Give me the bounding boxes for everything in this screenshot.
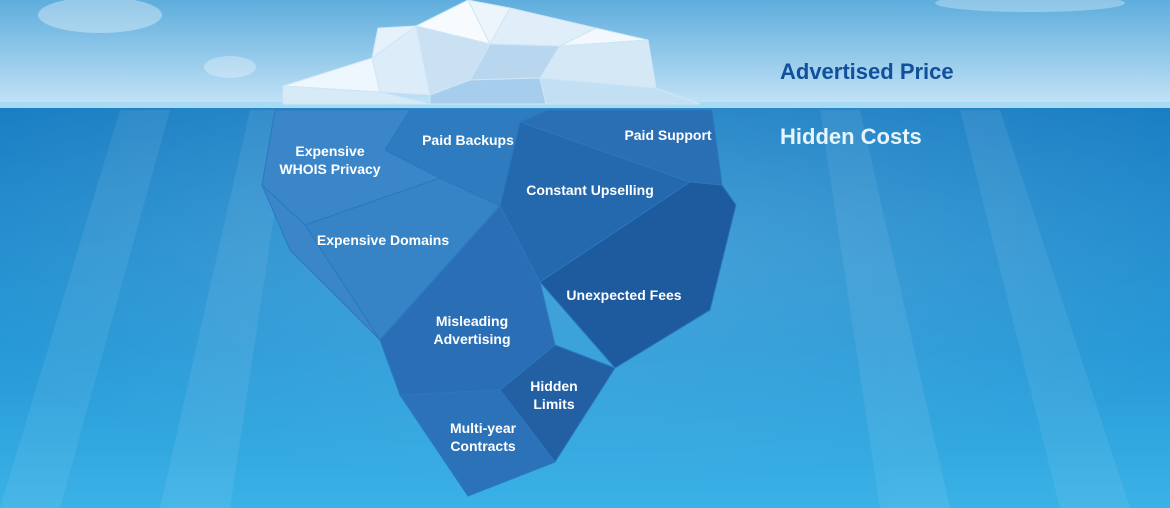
cost-label-paid-support: Paid Support — [624, 127, 712, 143]
cost-label-hidden-limits: Hidden Limits — [530, 378, 578, 412]
cloud — [38, 0, 162, 33]
cost-label-unexpected-fees: Unexpected Fees — [566, 287, 682, 303]
cost-label-multi-year-contracts: Multi-year Contracts — [449, 420, 517, 454]
hidden-costs-heading: Hidden Costs — [780, 124, 922, 149]
waterline — [0, 102, 1170, 108]
cost-label-paid-backups: Paid Backups — [422, 132, 514, 148]
cost-label-constant-upselling: Constant Upselling — [526, 182, 654, 198]
cloud — [204, 56, 256, 78]
facet-left-sliver — [261, 184, 381, 341]
advertised-price-heading: Advertised Price — [780, 59, 954, 84]
cost-label-whois-privacy: Expensive WHOIS Privacy — [279, 143, 381, 177]
iceberg-tip — [282, 0, 701, 105]
iceberg-submerged — [261, 109, 737, 497]
facet-multi-year-contracts — [399, 389, 556, 497]
cost-label-misleading-advertising: Misleading Advertising — [433, 313, 511, 347]
cloud — [935, 0, 1125, 12]
light-rays — [0, 110, 1130, 508]
cost-label-expensive-domains: Expensive Domains — [316, 232, 450, 248]
